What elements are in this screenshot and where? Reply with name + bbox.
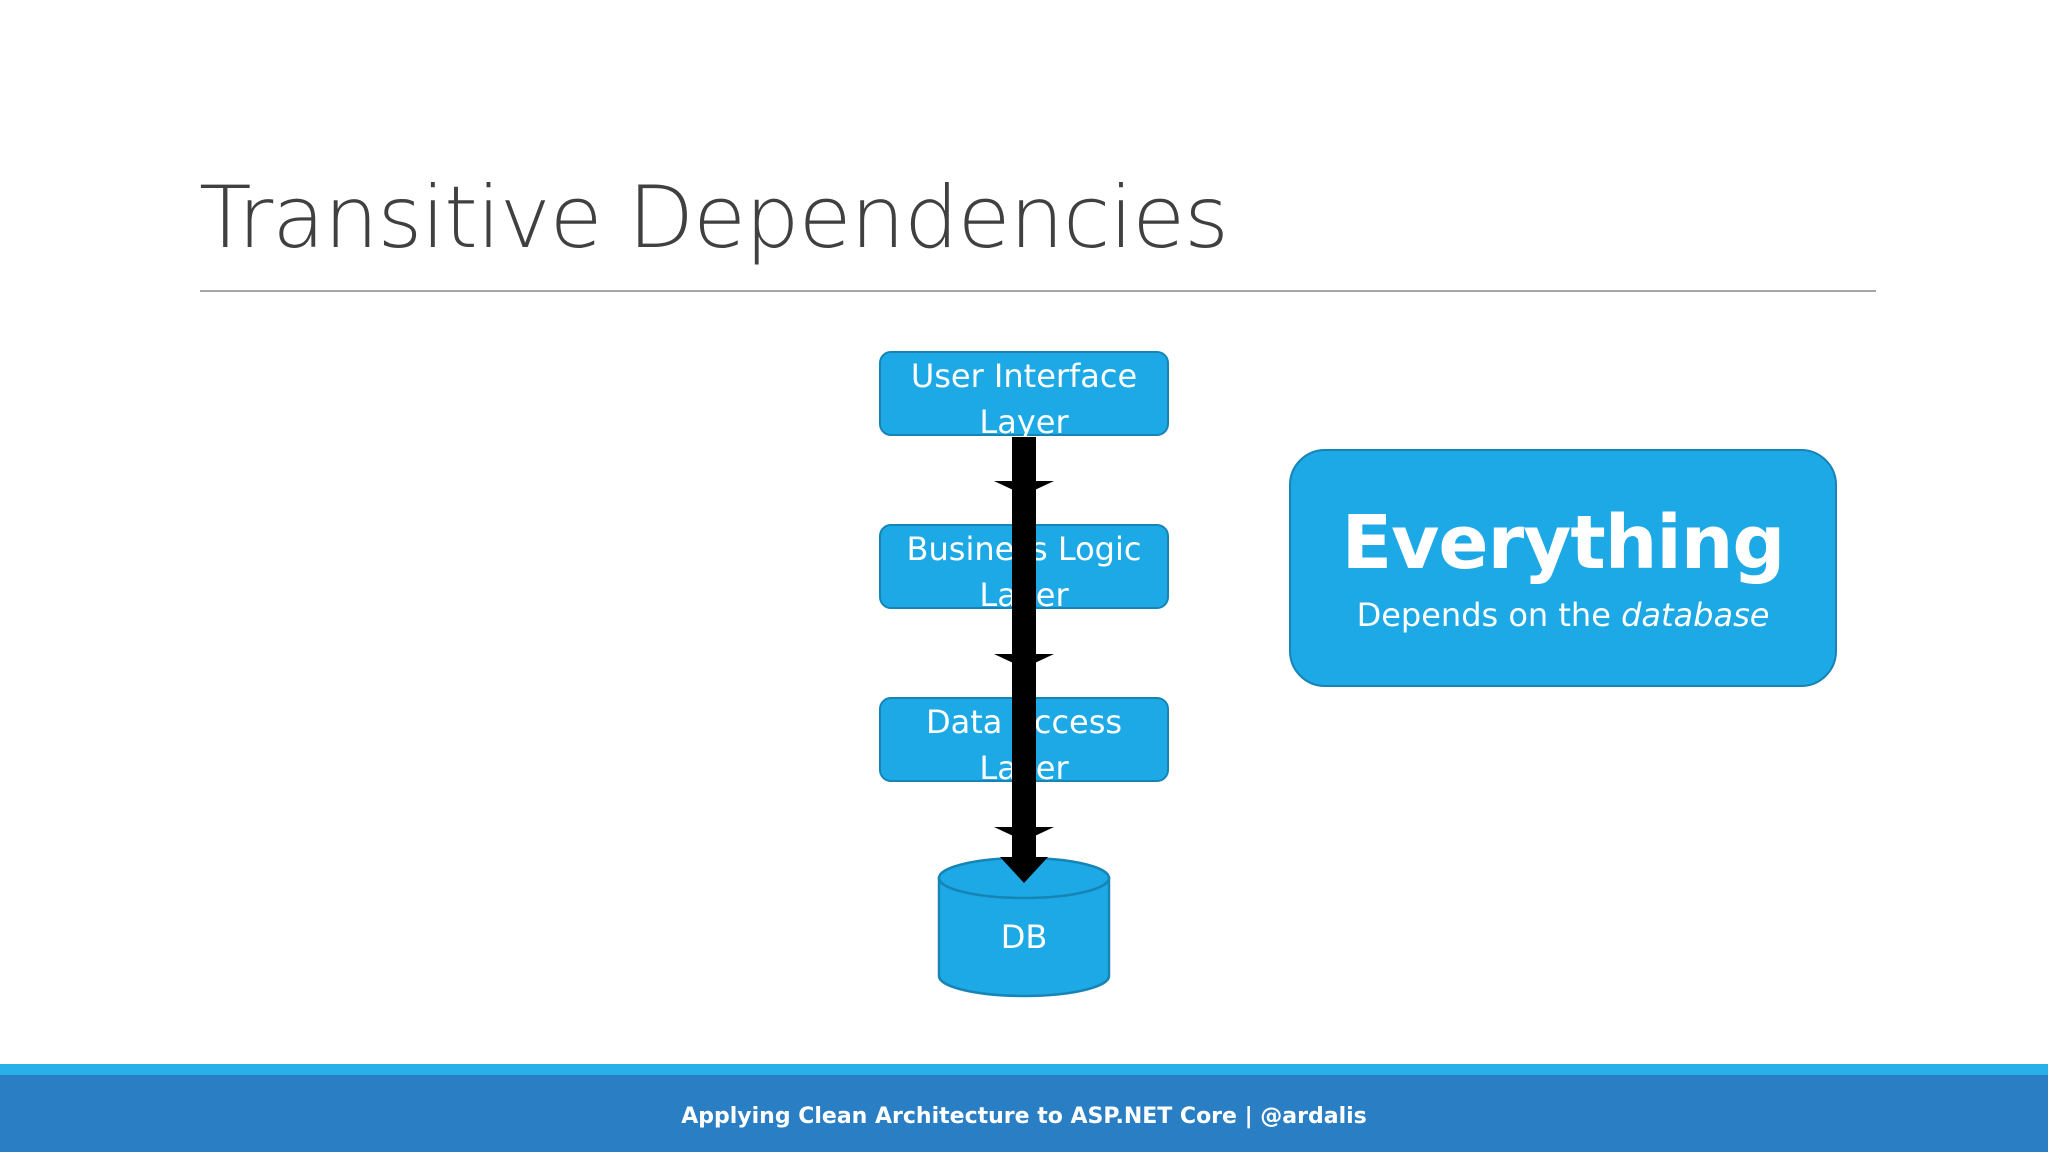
footer-text: Applying Clean Architecture to ASP.NET C… bbox=[681, 1104, 1367, 1129]
business-logic-layer-box: Business Logic Layer bbox=[879, 524, 1169, 614]
callout-subtext: Depends on the database bbox=[1291, 595, 1835, 635]
layer-label-line2: Layer bbox=[979, 576, 1069, 614]
database-label: DB bbox=[1000, 918, 1048, 956]
footer-bar: Applying Clean Architecture to ASP.NET C… bbox=[0, 1075, 2048, 1152]
layer-label-line2: Layer bbox=[979, 749, 1069, 787]
transitive-arrow-icon bbox=[1000, 437, 1048, 883]
footer-accent-strip bbox=[0, 1064, 2048, 1075]
user-interface-layer-box: User Interface Layer bbox=[879, 351, 1169, 441]
data-access-layer-box: Data Access Layer bbox=[879, 697, 1169, 787]
callout-subtext-prefix: Depends on the bbox=[1356, 596, 1622, 634]
layer-label-line1: Data Access bbox=[925, 703, 1123, 741]
layer-label-line2: Layer bbox=[979, 403, 1069, 441]
title-divider bbox=[200, 290, 1876, 292]
layer-label-line1: User Interface bbox=[910, 357, 1138, 395]
layer-label-line1: Business Logic bbox=[906, 530, 1142, 568]
callout-subtext-emphasis: database bbox=[1621, 596, 1770, 634]
slide-title: Transitive Dependencies bbox=[199, 168, 1229, 268]
everything-callout: Everything Depends on the database bbox=[1289, 449, 1837, 687]
callout-headline: Everything bbox=[1341, 500, 1786, 586]
